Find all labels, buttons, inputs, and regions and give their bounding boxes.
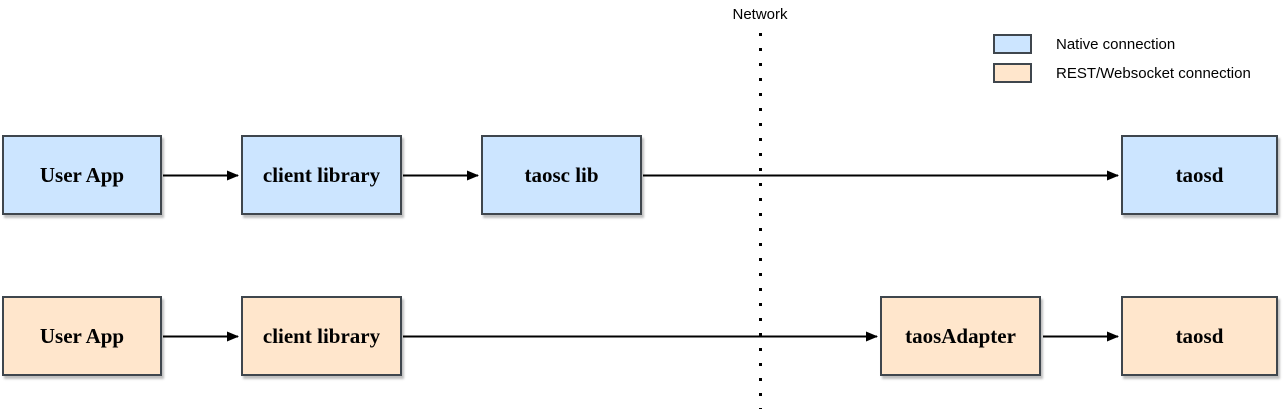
rest-websocket-connection-swatch (993, 63, 1032, 83)
node-label: client library (262, 162, 381, 187)
native-connection-swatch (993, 34, 1032, 54)
legend-item-native: Native connection (993, 34, 1251, 54)
node-label: client library (262, 323, 381, 348)
node-rest-taosd: taosd (1121, 296, 1278, 376)
network-label: Network (732, 6, 788, 23)
node-rest-user-app: User App (2, 296, 162, 376)
node-label: User App (39, 162, 125, 187)
legend-item-rest: REST/Websocket connection (993, 63, 1251, 83)
legend: Native connection REST/Websocket connect… (993, 34, 1251, 92)
legend-label-native: Native connection (1056, 35, 1176, 53)
node-native-taosd: taosd (1121, 135, 1278, 215)
node-native-user-app: User App (2, 135, 162, 215)
node-label: taosd (1175, 162, 1224, 187)
node-label: taosAdapter (905, 323, 1016, 348)
node-label: taosd (1175, 323, 1224, 348)
legend-label-rest: REST/Websocket connection (1056, 64, 1251, 82)
node-label: User App (39, 323, 125, 348)
node-label: taosc lib (524, 162, 599, 187)
node-native-taosc-lib: taosc lib (481, 135, 642, 215)
node-rest-client-library: client library (241, 296, 402, 376)
node-native-client-library: client library (241, 135, 402, 215)
node-rest-taosadapter: taosAdapter (880, 296, 1041, 376)
